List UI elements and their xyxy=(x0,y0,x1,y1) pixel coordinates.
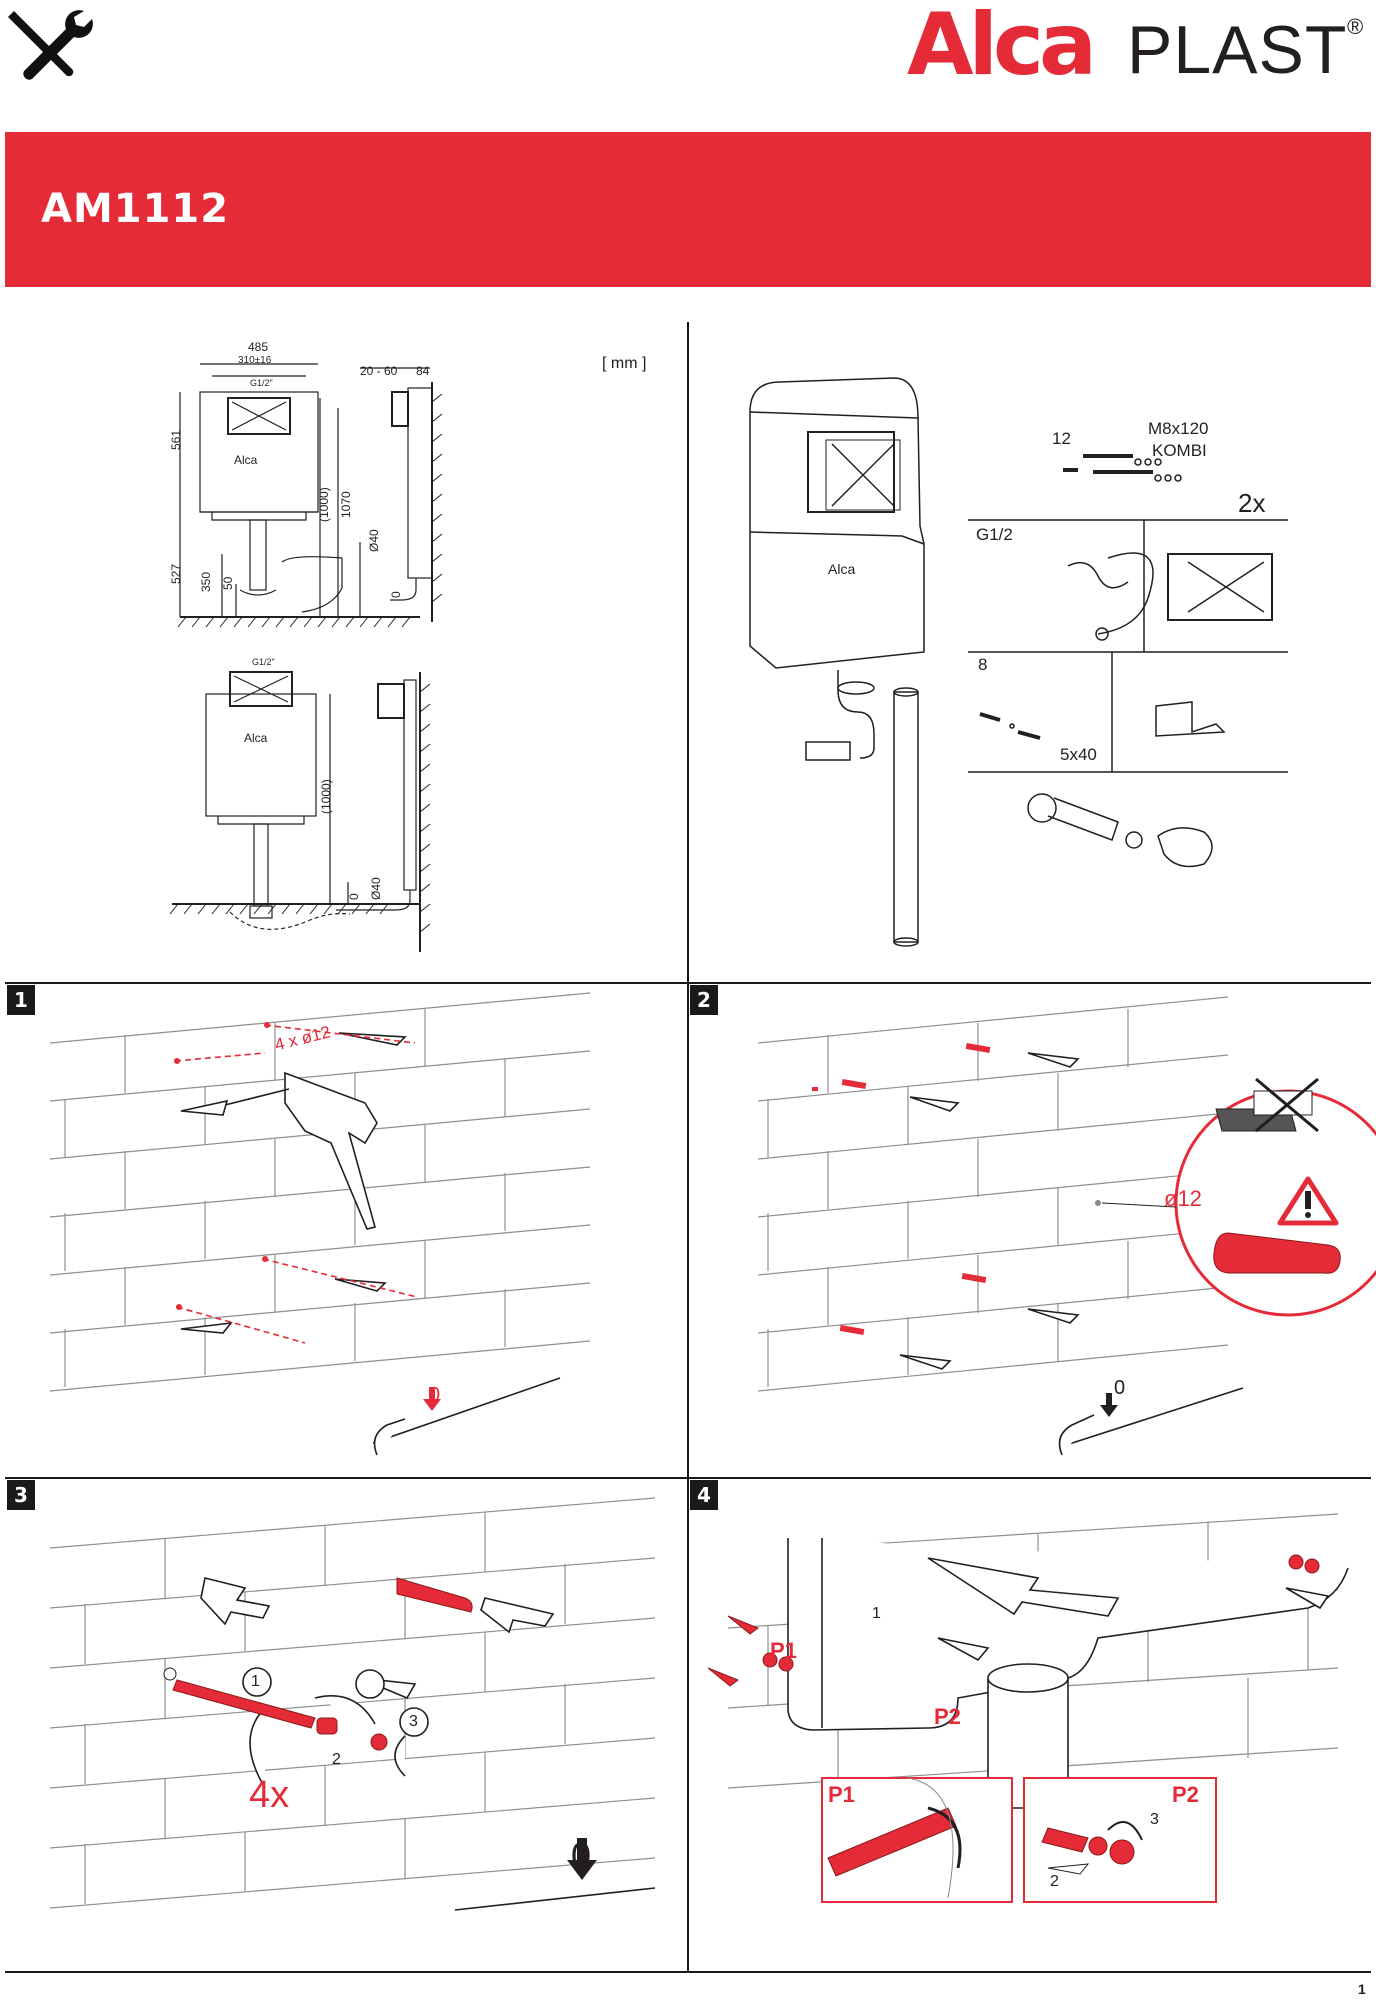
step-4-callout-1: 1 xyxy=(872,1605,881,1622)
alca-label-top: Alca xyxy=(234,453,258,467)
step-2-badge: 2 xyxy=(690,985,718,1015)
step-3-zero-label: 0 xyxy=(571,1835,592,1876)
registered-mark: ® xyxy=(1347,14,1364,39)
step-3-callout-3: 3 xyxy=(409,1713,418,1730)
dimension-drawing-panel: 485 310±16 G1/2" 20 - 60 84 [ mm ] 561 5… xyxy=(0,322,688,982)
dim-20-60: 20 - 60 xyxy=(360,364,398,378)
part-12-label: 12 xyxy=(1052,429,1071,448)
dim-o40-bottom: Ø40 xyxy=(369,877,383,900)
cistern-illustration xyxy=(749,377,1288,947)
step-4-p1-detail-label: P1 xyxy=(828,1782,855,1807)
step-4-callout-2: 2 xyxy=(1050,1873,1059,1890)
step-2-dowel-label: ø12 xyxy=(1164,1186,1202,1211)
dim-310: 310±16 xyxy=(238,355,272,366)
step-4-callout-3: 3 xyxy=(1150,1811,1159,1828)
dim-1070: 1070 xyxy=(339,491,353,518)
step-1-panel: 1 4 x xyxy=(5,983,688,1478)
step-4-panel: 4 xyxy=(688,1478,1371,1972)
part-8-label: 8 xyxy=(978,655,988,674)
step-3-callout-2: 2 xyxy=(332,1751,341,1768)
step-2-illustration xyxy=(757,996,1376,1456)
step-4-p1-label: P1 xyxy=(770,1638,797,1663)
brand-logo: Alca PLAST ® xyxy=(905,2,1365,92)
dim-o40-top: Ø40 xyxy=(367,529,381,552)
part-5x40-label: 5x40 xyxy=(1060,745,1097,764)
model-title: AM1112 xyxy=(41,186,230,232)
dim-1000-bottom: (1000) xyxy=(319,779,333,814)
step-3-illustration xyxy=(49,1497,656,1911)
front-view-top xyxy=(169,363,443,952)
dim-g12-top: G1/2" xyxy=(250,378,273,388)
dim-50: 50 xyxy=(221,576,235,590)
step-1-illustration xyxy=(49,992,591,1456)
part-quantity-label: 2x xyxy=(1238,488,1266,518)
tools-icon xyxy=(8,10,93,80)
part-g12-label: G1/2 xyxy=(976,525,1013,544)
dim-561: 561 xyxy=(169,429,183,450)
step-3-callout-1: 1 xyxy=(251,1673,260,1690)
part-kombi-label: KOMBI xyxy=(1152,441,1207,460)
parts-overview-panel: Alca 12 M8x120 KOMBI 2x G1/2 8 5x40 xyxy=(688,322,1376,982)
brand-plast: PLAST xyxy=(1127,12,1348,88)
step-4-illustration xyxy=(707,1513,1349,1903)
dim-g12-bottom: G1/2" xyxy=(252,657,275,667)
part-m8-label: M8x120 xyxy=(1148,419,1209,438)
step-3-panel: 3 xyxy=(5,1478,688,1972)
dim-1000-top: (1000) xyxy=(317,487,331,522)
dim-485: 485 xyxy=(248,340,269,354)
step-1-zero-label: 0 xyxy=(429,1384,441,1406)
page-number: 1 xyxy=(1358,1981,1366,1997)
brand-alca: Alca xyxy=(907,0,1097,95)
title-banner: AM1112 xyxy=(5,132,1371,287)
unit-label: [ mm ] xyxy=(602,355,647,372)
dim-527: 527 xyxy=(169,563,183,584)
parts-alca-label: Alca xyxy=(828,561,856,577)
alca-label-bottom: Alca xyxy=(244,731,268,745)
step-3-count: 4x xyxy=(249,1774,290,1816)
dim-350: 350 xyxy=(199,571,213,592)
step-4-p2-label: P2 xyxy=(934,1704,961,1729)
dim-zero-top: 0 xyxy=(389,591,403,598)
step-4-p2-detail-label: P2 xyxy=(1172,1782,1199,1807)
step-4-badge: 4 xyxy=(690,1480,718,1510)
step-2-panel: 2 xyxy=(688,983,1376,1478)
step-1-badge: 1 xyxy=(7,985,35,1015)
step-3-badge: 3 xyxy=(7,1480,35,1510)
dim-zero-bottom: 0 xyxy=(347,893,361,900)
dim-84: 84 xyxy=(416,364,430,378)
step-2-zero-label: 0 xyxy=(1114,1377,1126,1399)
